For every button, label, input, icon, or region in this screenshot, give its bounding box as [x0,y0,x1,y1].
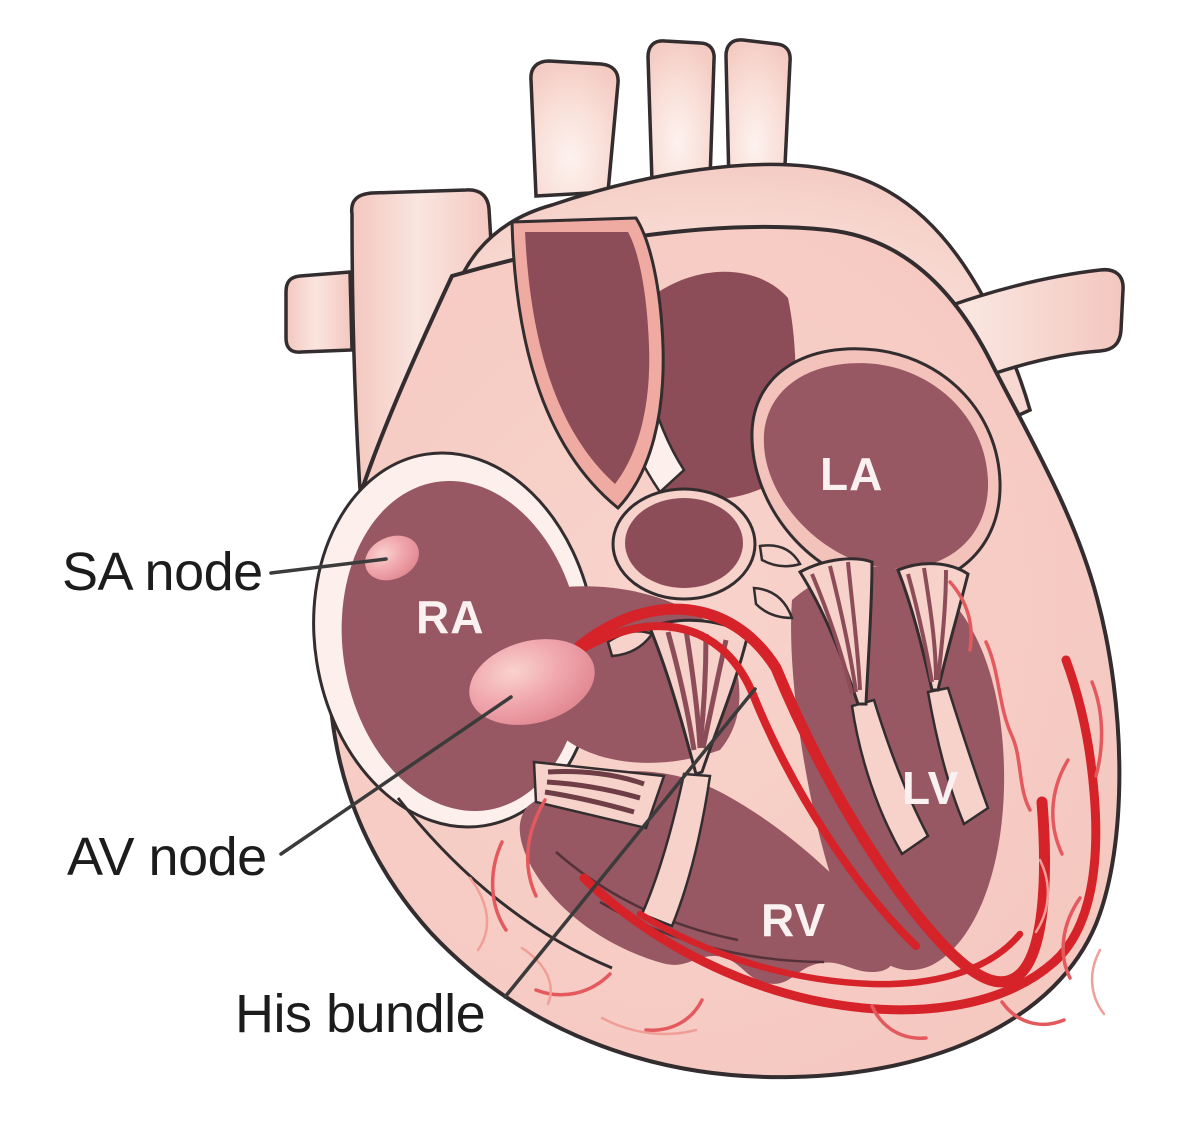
rv-fan-stripes [544,769,645,815]
valve-chordae [532,544,990,928]
left-atrium-cavity [763,363,989,569]
right-ventricle-cavity [519,771,895,984]
pointer-lines [269,557,757,999]
aortic-root-lumen [625,498,743,588]
valve-leaflet [752,586,794,620]
pointer-line-av-node [279,695,513,856]
left-ventricle-label: LV [902,762,960,814]
mitral-fan-stripes [810,561,862,695]
sa-node-shape [365,535,419,581]
papillary-stem [926,686,990,826]
purkinje-fibers [491,580,1104,1040]
apex-loop-inner [636,910,1024,988]
aortic-arch-branches [529,38,792,198]
svc-branch-stub [284,270,354,354]
right-atrium-label: RA [416,591,485,643]
apex-loop-outer [579,655,1101,1015]
av-node-label: AV node [67,827,267,887]
right-ventricle-label: RV [761,894,827,946]
conduction-pathway [564,603,1101,1015]
arch-branch-3 [724,38,792,188]
pointer-line-his-bundle [503,687,757,999]
left-atrium-label: LA [820,448,884,500]
arch-branch-2 [646,39,716,184]
his-bundle-label: His bundle [235,984,486,1044]
pointer-line-sa-node [269,557,388,575]
valve-leaflet [758,544,802,568]
papillary-stem [850,698,930,856]
papillary-stem [640,772,712,928]
left-atrium-chamber [750,347,1002,589]
his-bundle-right-branch [574,603,1051,988]
sa-node-label: SA node [62,542,263,602]
capillary-web [468,858,1106,1036]
arch-branch-1 [529,59,620,198]
vessel-lumen [525,232,650,484]
wall-seam-line [396,797,613,970]
trabecula-line [555,851,739,942]
mitral-fan-stripes [906,567,948,683]
